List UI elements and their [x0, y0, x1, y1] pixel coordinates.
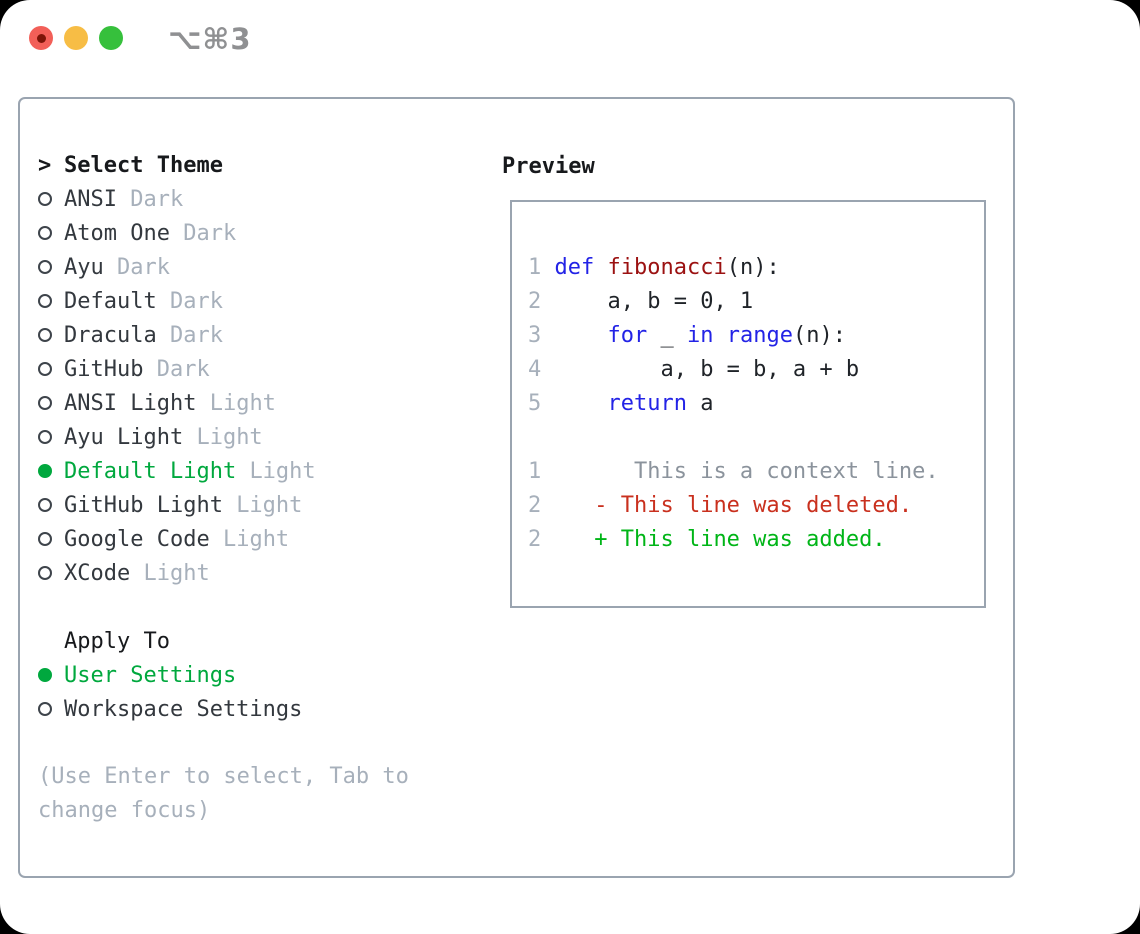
code-line: 1 def fibonacci(n):	[528, 255, 780, 280]
titlebar: ⌥⌘3	[0, 0, 1140, 76]
radio-icon	[38, 396, 52, 410]
theme-option-label: XCode	[64, 560, 144, 586]
theme-option-tag: Dark	[130, 186, 184, 212]
theme-option[interactable]: ANSI Dark	[38, 182, 483, 216]
theme-option-tag: Light	[236, 492, 303, 518]
theme-option[interactable]: Google Code Light	[38, 522, 483, 556]
diff-preview: 1 This is a context line. 2 - This line w…	[528, 455, 984, 557]
theme-option-label: GitHub	[64, 356, 157, 382]
theme-option[interactable]: Dracula Dark	[38, 318, 483, 352]
minimize-button[interactable]	[64, 26, 88, 50]
diff-line-context: 1 This is a context line.	[528, 459, 939, 484]
radio-icon	[38, 566, 52, 580]
code-line: 2 a, b = 0, 1	[528, 289, 754, 314]
theme-option[interactable]: ANSI Light Light	[38, 386, 483, 420]
theme-option-label: Default	[64, 288, 170, 314]
line-number: 5	[528, 391, 555, 416]
apply-to-option[interactable]: Workspace Settings	[38, 692, 483, 726]
theme-option[interactable]: Default Light Light	[38, 454, 483, 488]
diff-line-added: 2 + This line was added.	[528, 527, 886, 552]
radio-icon	[38, 192, 52, 206]
theme-option[interactable]: Ayu Dark	[38, 250, 483, 284]
blank-line	[528, 421, 984, 455]
line-number: 1	[528, 255, 555, 280]
code-line: 5 return a	[528, 391, 714, 416]
theme-option[interactable]: XCode Light	[38, 556, 483, 590]
line-number: 1	[528, 459, 555, 484]
theme-option-tag: Dark	[169, 322, 223, 348]
theme-option-tag: Light	[222, 526, 290, 552]
window-shortcut-label: ⌥⌘3	[168, 22, 252, 56]
close-button[interactable]	[29, 26, 53, 50]
radio-icon	[38, 328, 52, 342]
theme-option-label: Ayu	[64, 254, 117, 280]
line-number: 2	[528, 493, 555, 518]
theme-option-label: ANSI Light	[64, 390, 210, 416]
radio-selected-icon	[38, 668, 52, 682]
close-dot-icon	[36, 33, 46, 43]
code-line: 3 for _ in range(n):	[528, 323, 846, 348]
apply-to-header: Apply To	[38, 624, 483, 658]
radio-icon	[38, 430, 52, 444]
diff-line-deleted: 2 - This line was deleted.	[528, 493, 913, 518]
theme-option-tag: Dark	[183, 220, 237, 246]
line-number: 2	[528, 289, 555, 314]
select-theme-header: > Select Theme	[38, 148, 483, 182]
theme-option[interactable]: Default Dark	[38, 284, 483, 318]
theme-option-tag: Light	[249, 458, 316, 484]
preview-title: Preview	[502, 154, 595, 179]
theme-option-label: GitHub Light	[64, 492, 237, 518]
radio-icon	[38, 226, 52, 240]
theme-option-label: Default Light	[64, 458, 250, 484]
theme-option-tag: Light	[196, 424, 263, 450]
theme-option-tag: Light	[143, 560, 210, 586]
line-number: 2	[528, 527, 555, 552]
radio-icon	[38, 294, 52, 308]
line-number: 4	[528, 357, 555, 382]
apply-to-option-label: Workspace Settings	[64, 696, 303, 722]
traffic-lights	[29, 26, 123, 50]
apply-to-option-label: User Settings	[64, 662, 237, 688]
zoom-button[interactable]	[99, 26, 123, 50]
theme-option-tag: Dark	[156, 356, 210, 382]
theme-option-tag: Dark	[116, 254, 170, 280]
theme-option-label: Ayu Light	[64, 424, 197, 450]
radio-icon	[38, 532, 52, 546]
radio-icon	[38, 498, 52, 512]
radio-icon	[38, 260, 52, 274]
prompt-caret: >	[38, 152, 52, 178]
theme-option-tag: Light	[209, 390, 276, 416]
radio-icon	[38, 362, 52, 376]
preview-box: 1 def fibonacci(n): 2 a, b = 0, 1 3 for _ …	[510, 200, 986, 608]
theme-option[interactable]: GitHub Dark	[38, 352, 483, 386]
theme-option-label: Dracula	[64, 322, 170, 348]
theme-option-label: ANSI	[64, 186, 131, 212]
theme-option[interactable]: Atom One Dark	[38, 216, 483, 250]
theme-option[interactable]: GitHub Light Light	[38, 488, 483, 522]
select-theme-title: Select Theme	[64, 152, 223, 178]
theme-option-tag: Dark	[169, 288, 223, 314]
radio-selected-icon	[38, 464, 52, 478]
apply-to-title: Apply To	[64, 628, 170, 654]
code-preview: 1 def fibonacci(n): 2 a, b = 0, 1 3 for _ …	[528, 251, 984, 421]
code-line: 4 a, b = b, a + b	[528, 357, 860, 382]
radio-icon	[38, 702, 52, 716]
theme-option-label: Atom One	[64, 220, 184, 246]
theme-option-label: Google Code	[64, 526, 223, 552]
apply-to-option[interactable]: User Settings	[38, 658, 483, 692]
line-number: 3	[528, 323, 555, 348]
theme-option[interactable]: Ayu Light Light	[38, 420, 483, 454]
keyboard-hint: (Use Enter to select, Tab to change focu…	[38, 764, 409, 823]
